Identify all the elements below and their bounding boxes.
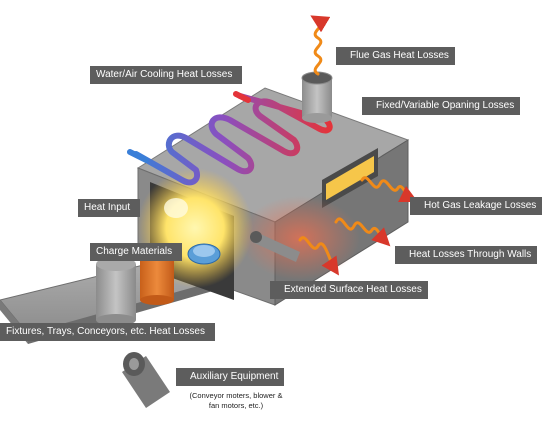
charge-gray-cylinder <box>96 257 136 326</box>
extended-surface-label: Extended Surface Heat Losses <box>270 281 428 299</box>
fixed-variable-opening-label: Fixed/Variable Opaning Losses <box>362 97 521 115</box>
water-air-cooling-label: Water/Air Cooling Heat Losses <box>90 66 243 84</box>
leakage-heat-wave-icon <box>360 176 419 203</box>
side-opening <box>322 148 378 208</box>
auxiliary-note-line-2: fan motors, etc.) <box>208 401 264 410</box>
auxiliary-motor <box>122 352 170 408</box>
hot-gas-leakage-label: Hot Gas Leakage Losses <box>410 197 543 215</box>
charge-materials-label: Charge Materials <box>90 243 183 261</box>
wall-heat-wave-icon <box>334 217 391 247</box>
heat-losses-walls-label: Heat Losses Through Walls <box>395 246 538 264</box>
extended-surface-pipe <box>250 231 300 262</box>
auxiliary-note-line-1: (Conveyor moters, blower & <box>189 391 283 400</box>
cold-inlet-pipe <box>127 149 149 163</box>
fixtures-label: Fixtures, Trays, Conceyors, etc. Heat Lo… <box>0 323 215 341</box>
heat-input-label: Heat Input <box>78 199 141 217</box>
flue-heat-wave-icon <box>310 15 331 76</box>
extended-surface-heat-wave-icon <box>298 236 339 276</box>
hot-outlet-pipe <box>233 91 251 103</box>
flue-stack <box>301 71 333 123</box>
auxiliary-equipment-label: Auxiliary Equipment <box>176 368 285 386</box>
auxiliary-equipment-note: (Conveyor moters, blower & fan motors, e… <box>186 391 286 411</box>
flue-gas-label: Flue Gas Heat Losses <box>336 47 455 65</box>
charge-tray <box>187 243 221 265</box>
heating-coil <box>133 93 333 186</box>
